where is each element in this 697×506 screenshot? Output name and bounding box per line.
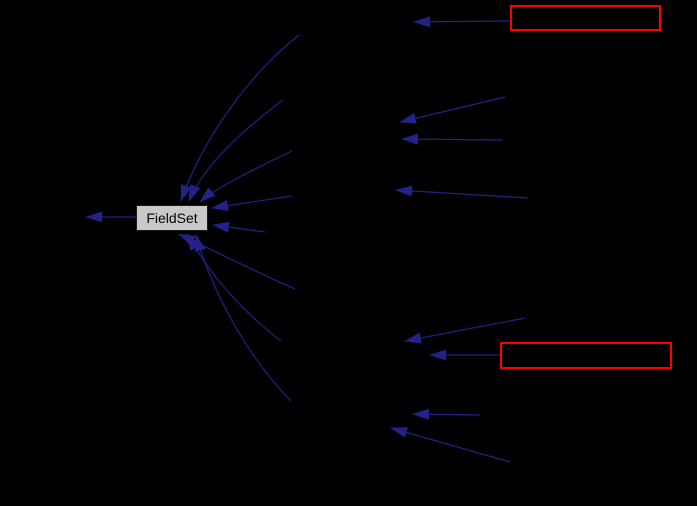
edge-top3-to-fieldset xyxy=(199,150,293,203)
edge-top2-to-fieldset xyxy=(188,99,284,202)
edge-mid1-to-fieldset xyxy=(211,195,293,212)
edge-right1-to-top2 xyxy=(399,96,506,124)
edge-right6-to-bottom3 xyxy=(390,427,511,463)
edge-right4-to-bottom2 xyxy=(404,317,526,344)
edge-bottom3-to-fieldset xyxy=(195,234,292,402)
fieldset-node-label: FieldSet xyxy=(146,210,198,226)
edge-right2-to-top3 xyxy=(401,133,504,145)
highlighted-node-top[interactable] xyxy=(510,5,661,31)
fieldset-node: FieldSet xyxy=(136,205,208,231)
edge-top1-to-fieldset xyxy=(180,34,300,202)
edge-right5-to-bottom3 xyxy=(412,408,481,420)
edge-mid2-to-fieldset xyxy=(212,221,266,233)
edge-highlight-top-to-top1 xyxy=(413,16,511,28)
edge-right3-to-mid1 xyxy=(395,185,529,199)
edge-bottom1-to-fieldset xyxy=(178,233,296,290)
highlighted-node-bottom[interactable] xyxy=(500,342,672,369)
